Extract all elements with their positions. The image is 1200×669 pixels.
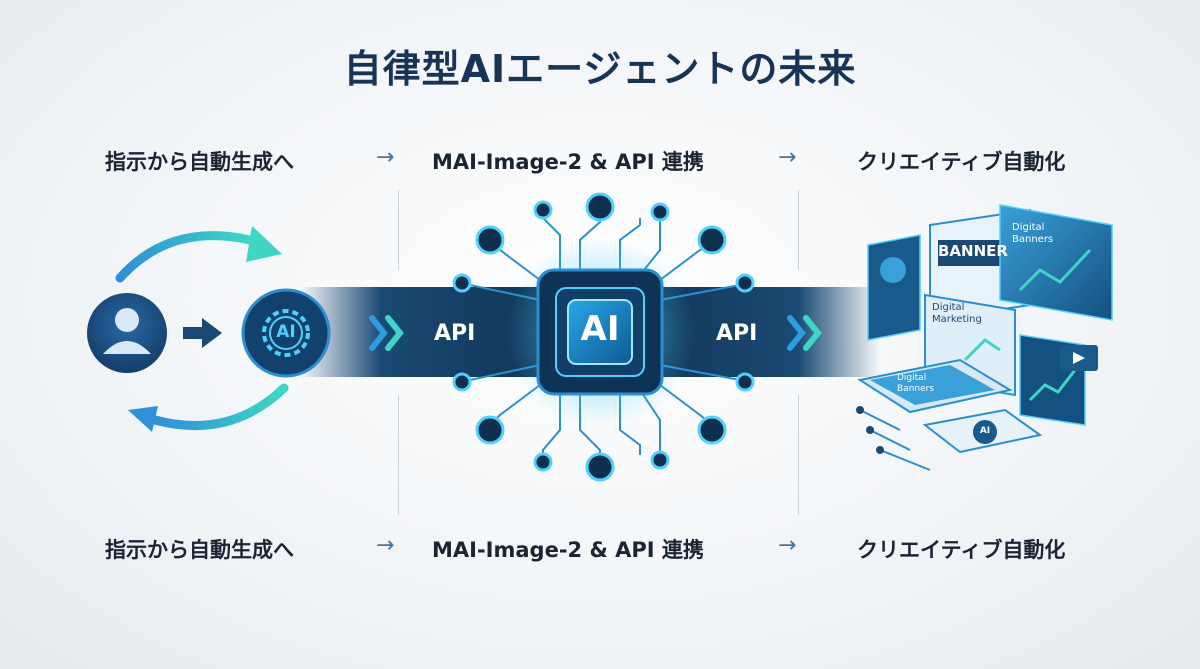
bottom-step3-label: クリエイティブ自動化 [857,538,1066,562]
api-right-label: API [716,321,758,346]
bottom-arrow-2: → [778,533,797,558]
tablet-text: Digital Banners [897,373,935,394]
top-step2-label: MAI-Image-2 & API 連携 [432,150,704,174]
divider-line [398,190,399,270]
ai-gear-icon [241,288,331,378]
divider-line [798,395,799,515]
arrow-right-icon [183,318,222,348]
page-title: 自律型AIエージェントの未来 [343,47,857,91]
top-arrow-1: → [376,145,395,170]
bottom-step2-label: MAI-Image-2 & API 連携 [432,538,704,562]
top-step3-label: クリエイティブ自動化 [857,150,1066,174]
divider-line [398,395,399,515]
digital-banners-illustration [856,204,1113,471]
digital-marketing-text: Digital Marketing [932,302,982,325]
cycle-arrows-icon [115,226,289,432]
chevron-right-icon [369,315,404,351]
top-step1-label: 指示から自動生成へ [105,150,294,174]
chevron-right-icon [787,315,822,351]
circuit-nodes [452,192,755,482]
digital-banners-text: Digital Banners [1012,222,1054,245]
gear-label: AI [276,322,296,342]
api-left-label: API [434,321,476,346]
top-arrow-2: → [778,145,797,170]
banner-text: BANNER [938,242,1008,260]
divider-line [798,190,799,270]
chip-label: AI [580,309,620,349]
bottom-arrow-1: → [376,533,395,558]
ai-badge-label: AI [979,426,991,436]
user-icon [87,293,167,373]
bottom-step1-label: 指示から自動生成へ [105,538,294,562]
ai-chip-icon [505,237,695,427]
